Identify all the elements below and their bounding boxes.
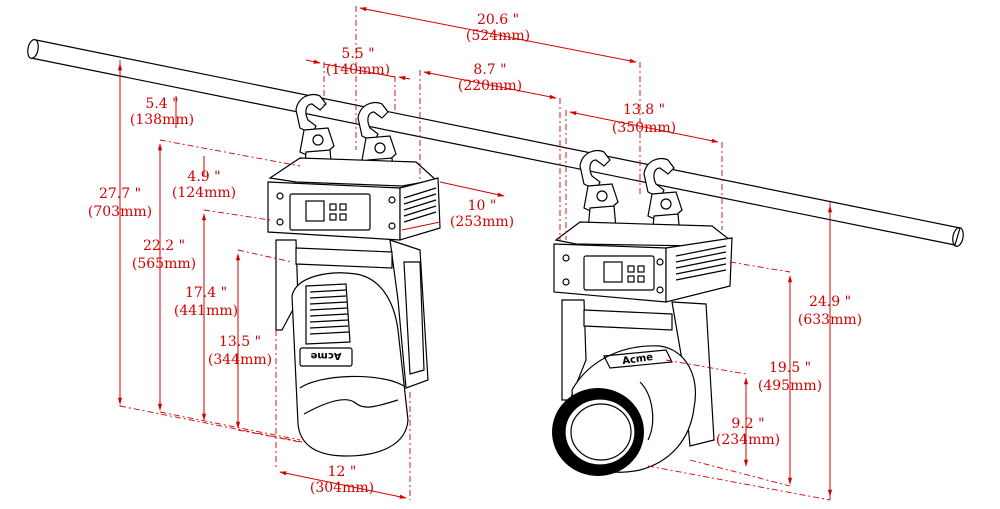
dim-clamp-height-mm: (138mm) xyxy=(130,112,194,128)
dimension-lines xyxy=(117,6,833,501)
dim-yoke-height-mm: (344mm) xyxy=(208,352,272,368)
dim-height-from-base-mm: (441mm) xyxy=(174,303,238,319)
dim-total-height-inch: 27.7 " xyxy=(99,186,141,202)
right-yoke xyxy=(561,299,715,447)
right-brand-logo: Acme xyxy=(622,352,654,367)
dim-base-height-inch: 4.9 " xyxy=(187,169,220,185)
dim-yoke-height-inch: 13.5 " xyxy=(219,334,261,350)
dim-base-height-mm: (124mm) xyxy=(172,185,236,201)
dim-head-width-inch: 12 " xyxy=(328,464,357,480)
dim-lens-radius-mm: (234mm) xyxy=(716,432,780,448)
right-fixture: Acme xyxy=(552,149,733,476)
dim-height-from-base-inch: 17.4 " xyxy=(185,285,227,301)
dimension-labels: 20.6 " (524mm) 5.5 " (140mm) 8.7 " (220m… xyxy=(88,12,862,496)
dim-height-tilted-mm: (495mm) xyxy=(758,378,822,394)
dim-clamp-height-inch: 5.4 " xyxy=(145,96,178,112)
left-head: Acme xyxy=(291,272,409,457)
dim-total-height-tilted-inch: 24.9 " xyxy=(809,294,851,310)
dim-total-height-mm: (703mm) xyxy=(88,204,152,220)
dim-height-from-clamp-mm: (565mm) xyxy=(132,256,196,272)
dim-clamp-spacing-mm: (140mm) xyxy=(326,62,390,78)
dim-total-height-tilted-mm: (633mm) xyxy=(798,312,862,328)
left-brand-logo: Acme xyxy=(310,350,341,361)
dim-pipe-to-rear-mm: (220mm) xyxy=(458,78,522,94)
right-base xyxy=(553,237,733,303)
dim-base-depth-inch: 13.8 " xyxy=(623,102,665,118)
dim-lens-radius-inch: 9.2 " xyxy=(731,416,764,432)
dim-height-tilted-inch: 19.5 " xyxy=(769,360,811,376)
right-lens xyxy=(552,388,644,476)
dim-overall-pipe-width-inch: 20.6 " xyxy=(477,12,519,28)
dim-head-width-mm: (304mm) xyxy=(310,480,374,496)
left-fixture: Acme xyxy=(267,93,441,457)
dim-clamp-spacing-inch: 5.5 " xyxy=(341,46,374,62)
dim-base-depth-mm: (350mm) xyxy=(612,120,676,136)
dim-height-from-clamp-inch: 22.2 " xyxy=(143,238,185,254)
dim-base-width-mm: (253mm) xyxy=(450,214,514,230)
dim-overall-pipe-width-mm: (524mm) xyxy=(466,28,530,44)
dim-pipe-to-rear-inch: 8.7 " xyxy=(473,62,506,78)
dim-base-width-inch: 10 " xyxy=(468,198,497,214)
left-base xyxy=(267,177,441,241)
